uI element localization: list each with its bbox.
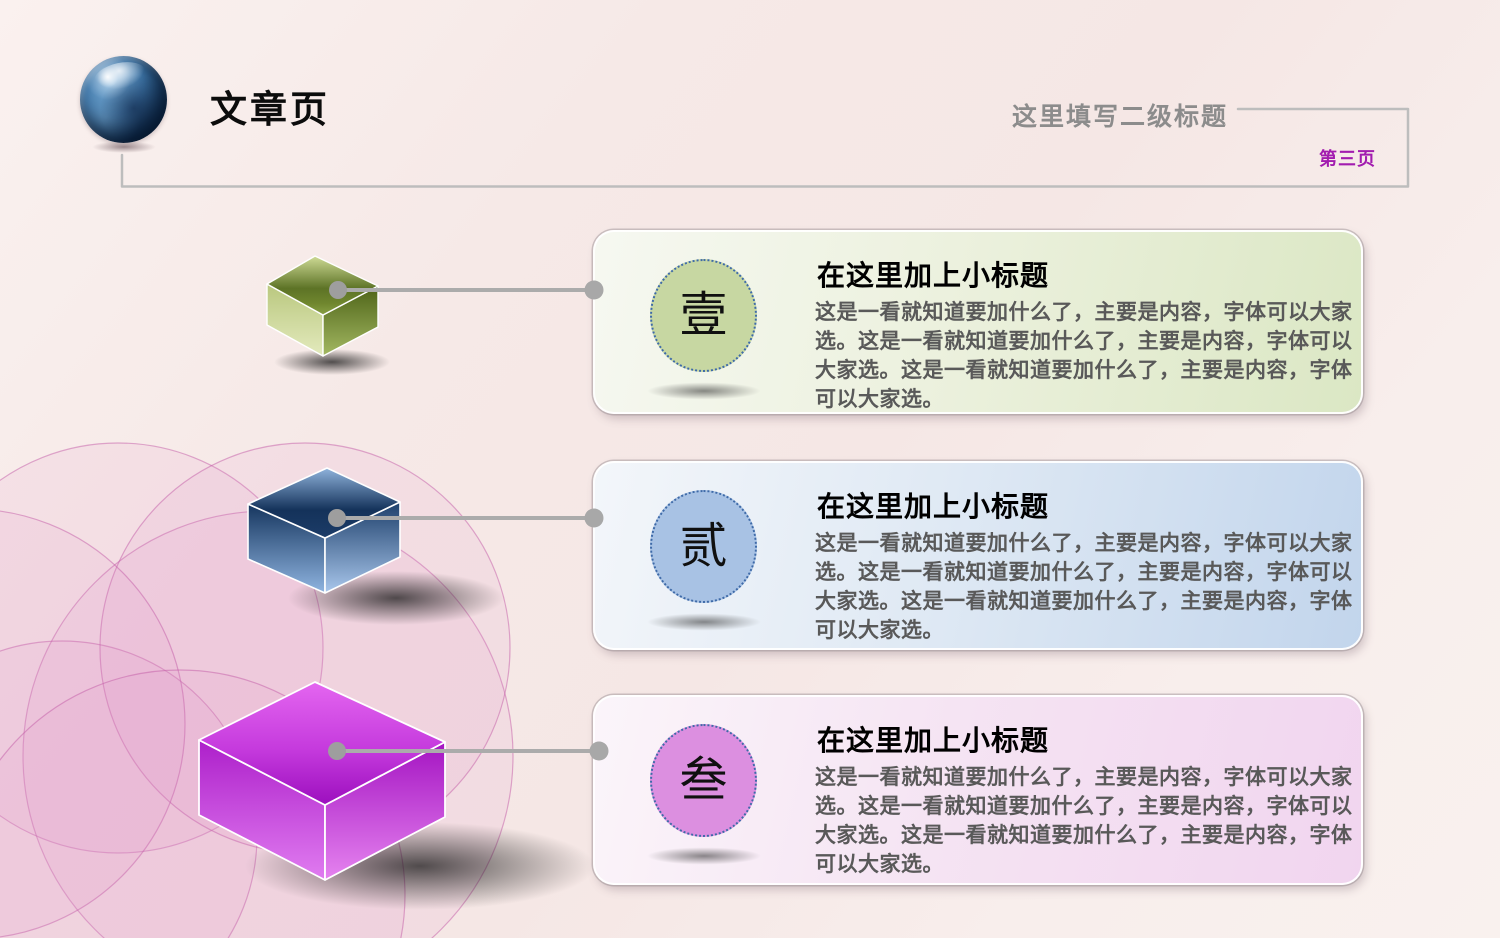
cube-3d-purple-icon (198, 681, 446, 881)
number-character-2: 贰 (679, 519, 728, 573)
cube-green-shadow (274, 349, 390, 375)
connector-line-3 (328, 741, 609, 761)
page-number-badge: 第三页 (1319, 149, 1376, 169)
cube-3d-blue-icon (247, 467, 401, 594)
page-title: 文章页 (210, 89, 330, 130)
info-card-1: 壹 在这里加上小标题 这是一看就知道要加什么了，主要是内容，字体可以大家选。这是… (593, 230, 1363, 414)
card-body-2: 这是一看就知道要加什么了，主要是内容，字体可以大家选。这是一看就知道要加什么了，… (815, 532, 1353, 642)
number-circle-2: 贰 (650, 490, 757, 603)
number-circle-1: 壹 (650, 259, 757, 372)
card-title-3: 在这里加上小标题 (817, 725, 1050, 756)
info-card-3: 叁 在这里加上小标题 这是一看就知道要加什么了，主要是内容，字体可以大家选。这是… (593, 695, 1363, 885)
info-card-2: 贰 在这里加上小标题 这是一看就知道要加什么了，主要是内容，字体可以大家选。这是… (593, 461, 1363, 650)
connector-line-2 (328, 508, 604, 528)
number-character-3: 叁 (679, 753, 728, 807)
globe-shadow (92, 141, 156, 153)
cube-purple-shadow (245, 822, 595, 910)
number-circle-3: 叁 (650, 724, 757, 837)
globe-icon (80, 56, 167, 143)
flower-pattern (0, 442, 514, 938)
circle-shadow-1 (645, 382, 763, 400)
circle-shadow-3 (645, 847, 763, 865)
secondary-title: 这里填写二级标题 (1011, 103, 1228, 131)
card-title-1: 在这里加上小标题 (817, 260, 1050, 291)
cube-3d-green-icon (266, 255, 379, 357)
circle-shadow-2 (645, 613, 763, 631)
card-body-1: 这是一看就知道要加什么了，主要是内容，字体可以大家选。这是一看就知道要加什么了，… (815, 301, 1353, 411)
card-body-3: 这是一看就知道要加什么了，主要是内容，字体可以大家选。这是一看就知道要加什么了，… (815, 766, 1353, 876)
card-title-2: 在这里加上小标题 (817, 491, 1050, 522)
cube-blue-shadow (288, 571, 504, 625)
number-character-1: 壹 (679, 288, 728, 342)
connector-line-1 (329, 280, 604, 300)
